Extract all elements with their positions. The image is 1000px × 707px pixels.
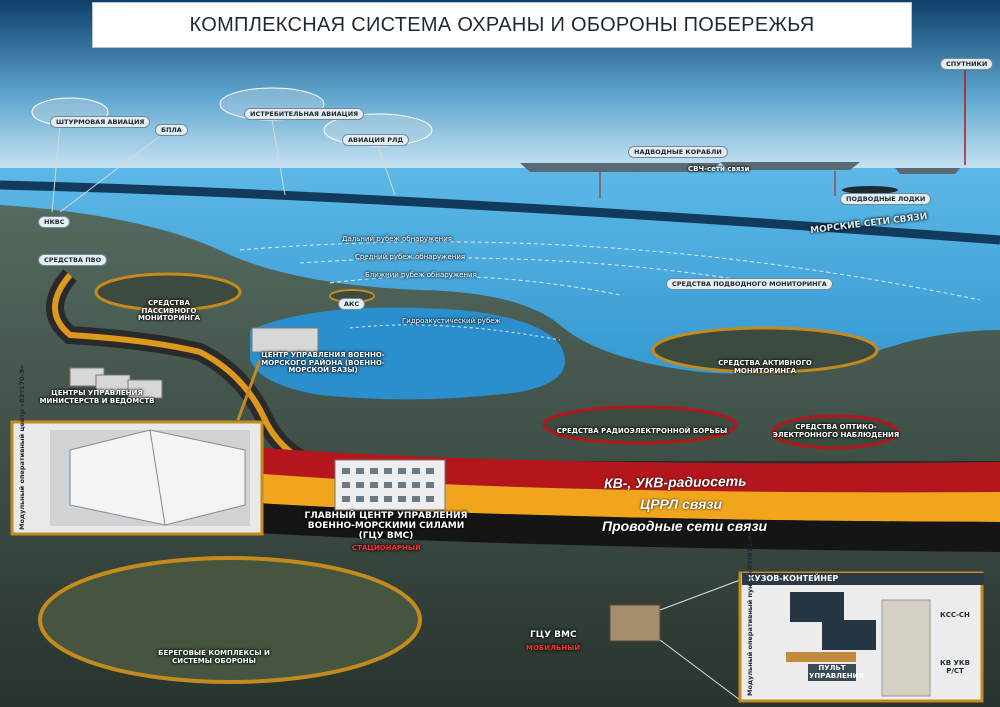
label-awacs-aviation: АВИАЦИЯ РЛД [342, 134, 410, 146]
label-naval-control-center: ЦЕНТР УПРАВЛЕНИЯ ВОЕННО-МОРСКОГО РАЙОНА … [261, 351, 385, 375]
title-banner: КОМПЛЕКСНАЯ СИСТЕМА ОХРАНЫ И ОБОРОНЫ ПОБ… [92, 2, 912, 48]
label-ministries-centers: ЦЕНТРЫ УПРАВЛЕНИЯ МИНИСТЕРСТВ И ВЕДОМСТВ [39, 389, 155, 405]
container-link-top [659, 579, 741, 611]
label-submarines: ПОДВОДНЫЕ ЛОДКИ [840, 193, 932, 205]
label-near-line: Ближний рубеж обнаружения [365, 271, 477, 279]
label-electronic-warfare: СРЕДСТВА РАДИОЭЛЕКТРОННОЙ БОРЬБЫ [556, 427, 728, 435]
equipment-rack [881, 599, 931, 697]
label-radio-network: КВ-, УКВ-радиосеть [603, 472, 747, 492]
far-detection-line [239, 241, 981, 301]
label-passive-monitoring: СРЕДСТВА ПАССИВНОГО МОНИТОРИНГА [137, 299, 201, 323]
desk [786, 652, 856, 662]
link-attack [51, 124, 61, 213]
label-active-monitoring: СРЕДСТВА АКТИВНОГО МОНИТОРИНГА [718, 359, 812, 375]
label-optoelectronic: СРЕДСТВА ОПТИКО-ЭЛЕКТРОННОГО НАБЛЮДЕНИЯ [772, 423, 900, 439]
passive-monitoring-site [94, 272, 242, 312]
label-surface-ships: НАДВОДНЫЕ КОРАБЛИ [628, 146, 728, 158]
link-fighter [271, 119, 286, 196]
label-container-title: КУЗОВ-КОНТЕЙНЕР [742, 573, 984, 585]
label-gcu-vms: ГЦУ ВМС [530, 630, 577, 640]
container-link-bottom [659, 639, 741, 701]
label-nkvs: НКВС [38, 216, 71, 228]
optoelectronic-site [771, 414, 899, 450]
label-mid-line: Средний рубеж обнаружения [355, 253, 466, 261]
inset-pointer [236, 359, 262, 421]
label-uhf-network: СВЧ-сети связи [688, 165, 750, 173]
label-uav: БПЛА [155, 124, 188, 136]
naval-control-building [251, 327, 319, 353]
ew-site [542, 405, 738, 445]
wired-band [205, 500, 1000, 552]
label-attack-aviation: ШТУРМОВАЯ АВИАЦИЯ [50, 116, 151, 128]
page-title: КОМПЛЕКСНАЯ СИСТЕМА ОХРАНЫ И ОБОРОНЫ ПОБ… [189, 13, 815, 36]
label-underwater-monitoring: СРЕДСТВА ПОДВОДНОГО МОНИТОРИНГА [666, 278, 833, 290]
ministry-building-3 [127, 379, 163, 399]
label-coastal-systems: БЕРЕГОВЫЕ КОМПЛЕКСЫ И СИСТЕМЫ ОБОРОНЫ [158, 649, 270, 665]
label-digital-network: ЦРРЛ связи [640, 496, 723, 512]
submarine [842, 186, 898, 194]
label-main-center: ГЛАВНЫЙ ЦЕНТР УПРАВЛЕНИЯ ВОЕННО-МОРСКИМИ… [304, 511, 468, 541]
label-satellites: СПУТНИКИ [940, 58, 994, 70]
hydroacoustic-line [349, 324, 561, 341]
marine-network-band [0, 180, 1000, 245]
label-mobile: МОБИЛЬНЫЙ [526, 644, 581, 652]
route-accent [52, 273, 331, 473]
label-kss-sn: КСС-СН [940, 611, 970, 619]
coastal-systems-site [38, 556, 422, 684]
active-monitoring-site [651, 326, 879, 374]
label-kv-ukv: КВ УКВ Р/СТ [940, 659, 970, 675]
label-air-defense: СРЕДСТВА ПВО [38, 254, 108, 266]
near-detection-line [329, 275, 621, 296]
label-inset-vertical: Модульный оперативный центр «83т170-Э» [18, 364, 26, 530]
naval-base-bay [250, 307, 565, 400]
label-container-vertical: Модульный оперативный пункт «83т611-Э» [746, 531, 754, 696]
main-center-windows [342, 468, 434, 502]
small-ship [895, 168, 960, 174]
label-wired-network: Проводные сети связи [602, 518, 768, 534]
destroyer-ship [720, 162, 860, 170]
label-stationary: СТАЦИОНАРНЫЙ [352, 544, 422, 552]
carrier-ship [520, 163, 720, 172]
container-box [609, 604, 661, 642]
link-awacs [377, 145, 396, 196]
label-fighter-aviation: ИСТРЕБИТЕЛЬНАЯ АВИАЦИЯ [244, 108, 365, 120]
label-hydroacoustic-line: Гидроакустический рубеж [402, 317, 501, 325]
link-uav [59, 129, 169, 213]
label-control-panel: ПУЛЬТ УПРАВЛЕНИЯ [808, 664, 864, 682]
label-far-line: Дальний рубеж обнаружения [342, 235, 453, 243]
monitor-right [822, 620, 876, 650]
inset-wall [149, 429, 166, 526]
label-aks: АКС [338, 298, 366, 310]
monitor-left [790, 592, 844, 622]
